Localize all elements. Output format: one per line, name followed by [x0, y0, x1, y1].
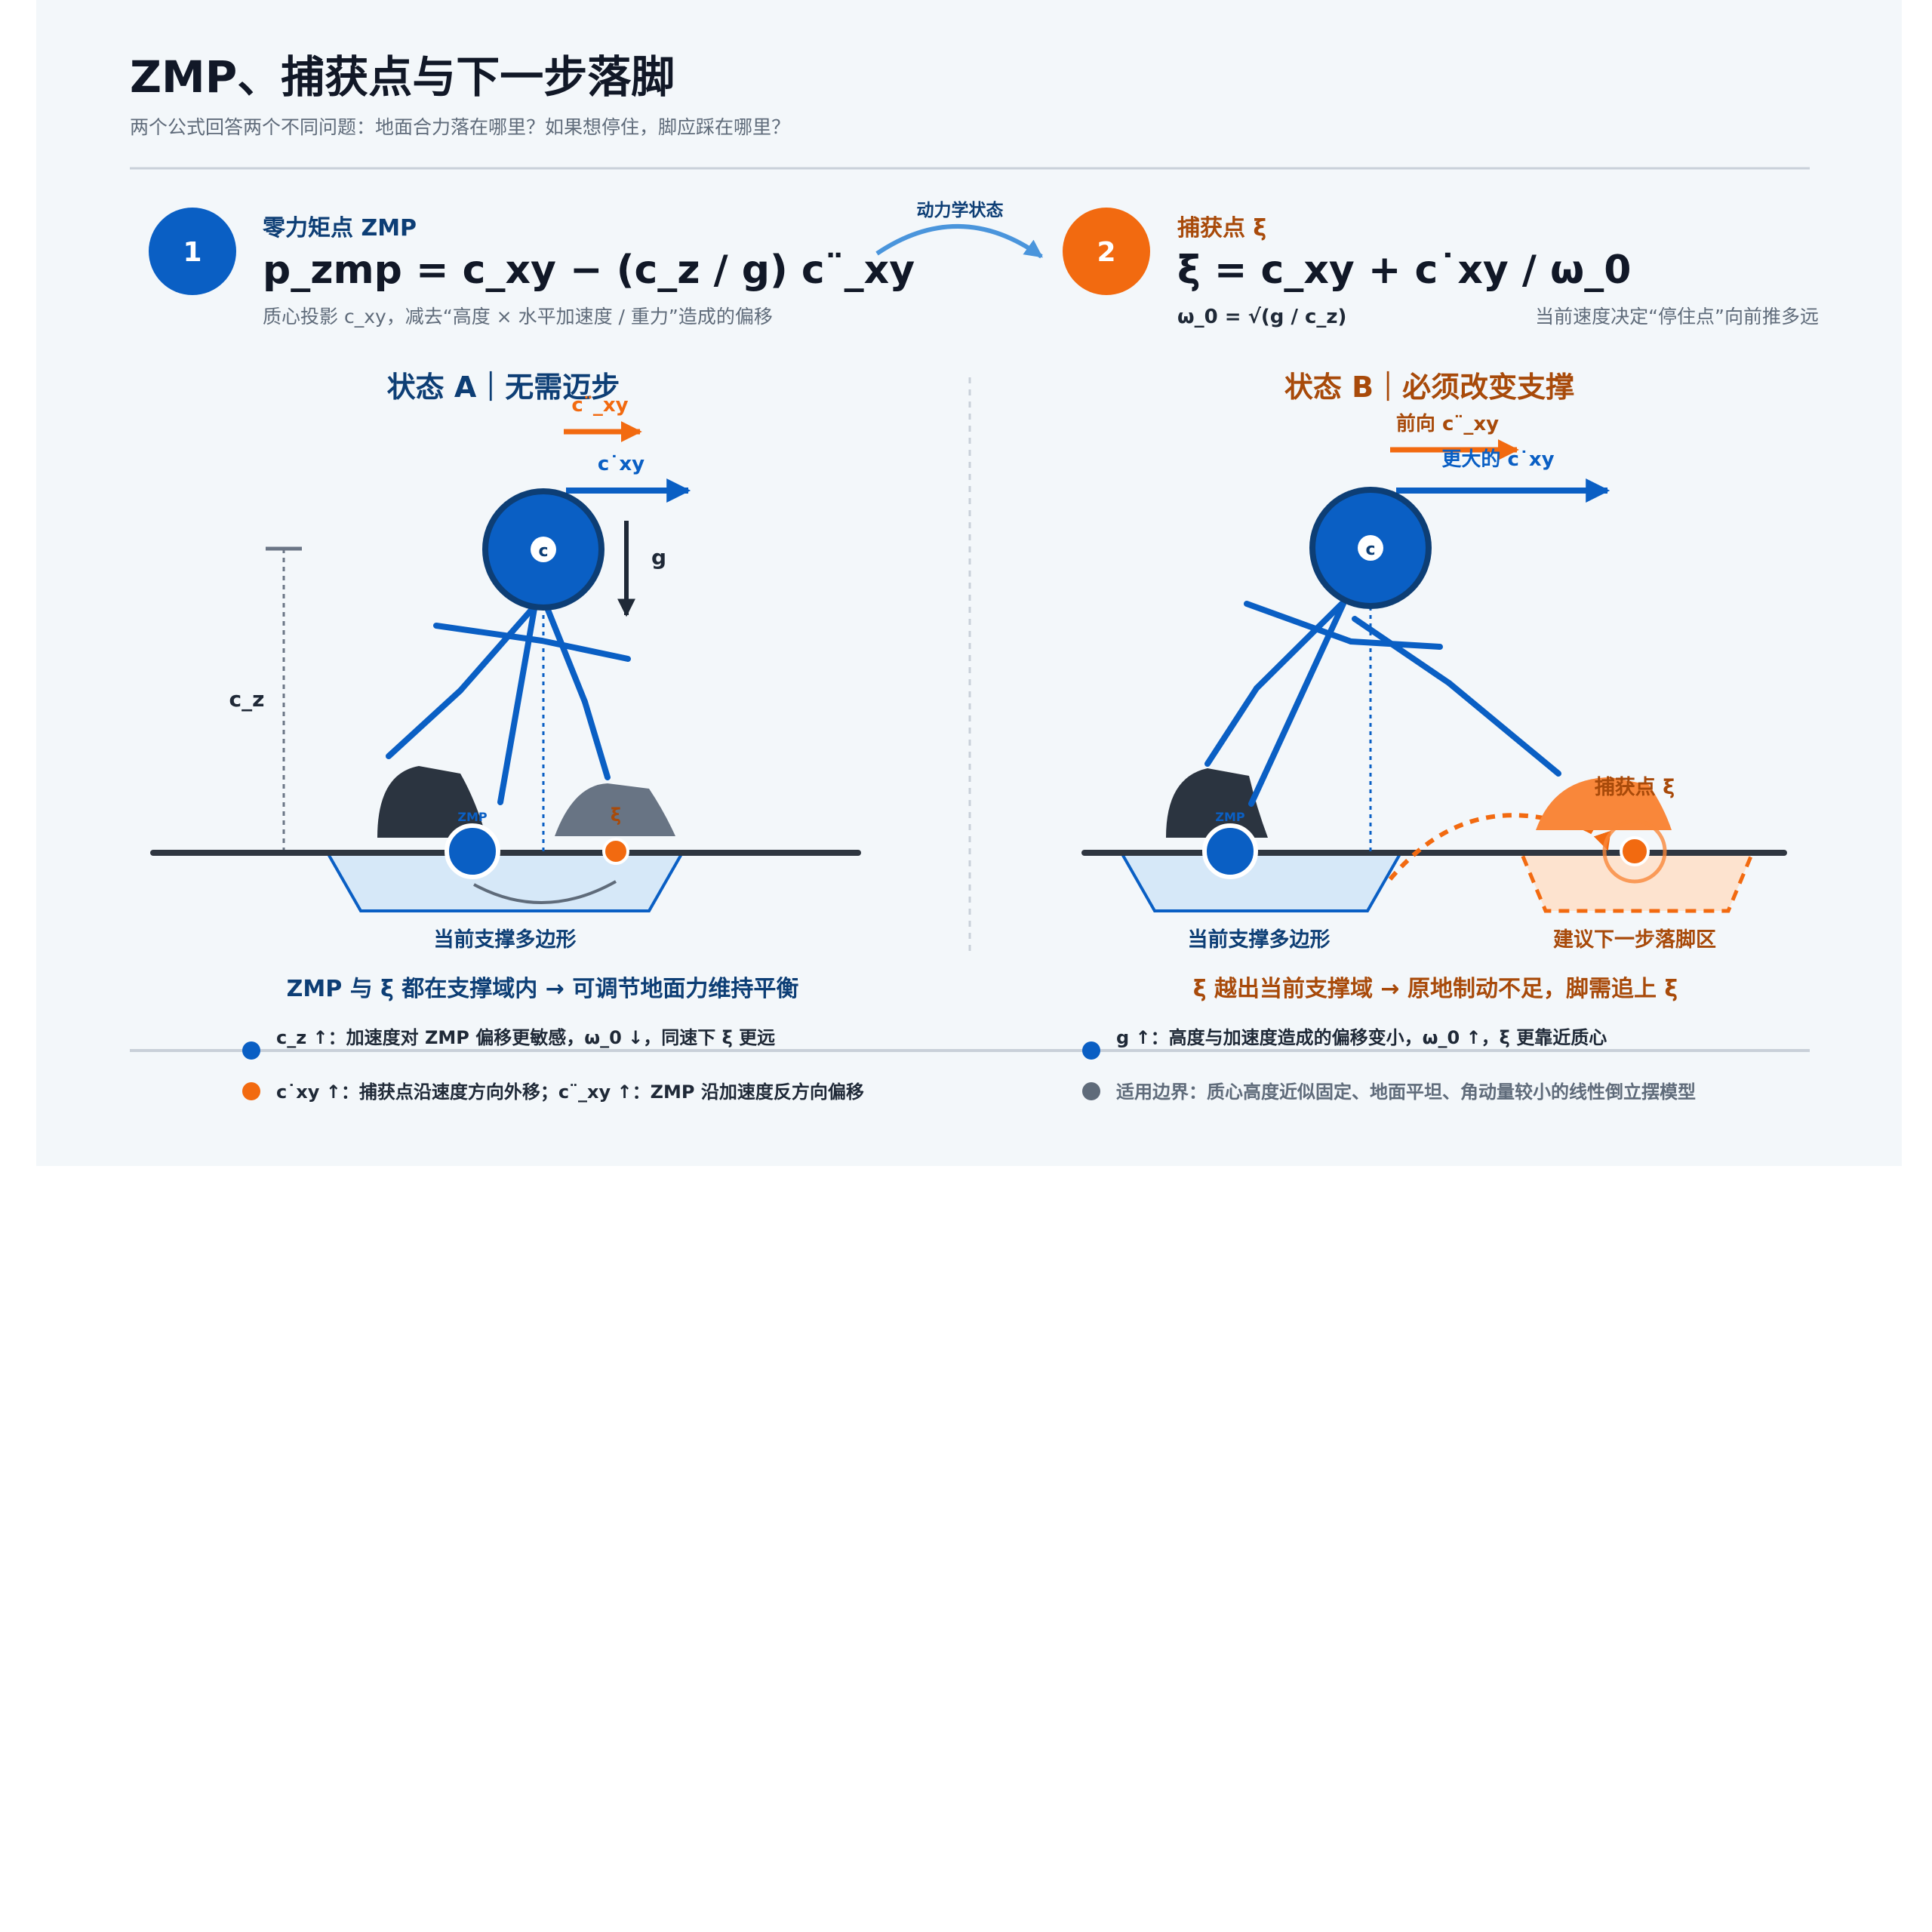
state-b-step-label: 建议下一步落脚区: [1553, 928, 1716, 952]
capture-formula-block: 2 捕获点 ξ ξ = c_xy + c˙xy / ω_0 ω_0 = √(g …: [1063, 208, 1819, 328]
state-b-capture-marker: [1620, 836, 1650, 866]
state-b-rear-foot: [1166, 768, 1268, 838]
legend-item-2: g ↑：高度与加速度造成的偏移变小，ω_0 ↑，ξ 更靠近质心: [1116, 1027, 1607, 1048]
state-b-com-dot: [1358, 535, 1383, 561]
state-b-com-label: c: [1365, 540, 1375, 559]
state-b-swing-foot: [1536, 777, 1672, 830]
legend-item-3: c˙xy ↑：捕获点沿速度方向外移；c¨_xy ↑：ZMP 沿加速度反方向偏移: [276, 1081, 864, 1103]
state-a-front-foot: [555, 783, 675, 836]
legend-dot-3: [242, 1082, 260, 1100]
state-b-stick-figure: [1204, 601, 1561, 807]
state-a-cz-label: c_z: [229, 687, 265, 712]
capture-formula-label: 捕获点 ξ: [1177, 215, 1266, 242]
legend-dot-1: [242, 1041, 260, 1060]
state-a-com-label: c: [538, 542, 548, 561]
legend: c_z ↑：加速度对 ZMP 偏移更敏感，ω_0 ↓，同速下 ξ 更远 g ↑：…: [242, 1027, 1696, 1103]
capture-equation: ξ = c_xy + c˙xy / ω_0: [1177, 248, 1631, 293]
state-a-conclusion: ZMP 与 ξ 都在支撑域内 → 可调节地面力维持平衡: [287, 976, 799, 1002]
badge-2-number: 2: [1097, 237, 1115, 268]
state-b-conclusion: ξ 越出当前支撑域 → 原地制动不足，脚需追上 ξ: [1193, 976, 1678, 1002]
state-a-support-polygon: [325, 851, 685, 912]
badge-1: [149, 208, 236, 295]
state-b-support-polygon: [1118, 851, 1404, 912]
legend-item-1: c_z ↑：加速度对 ZMP 偏移更敏感，ω_0 ↓，同速下 ξ 更远: [276, 1027, 775, 1048]
state-b-vel-label: 更大的 c˙xy: [1441, 448, 1554, 471]
state-a-title: 状态 A｜无需迈步: [387, 371, 620, 404]
state-a-zmp-xi-link: [473, 880, 617, 905]
page-subtitle: 两个公式回答两个不同问题：地面合力落在哪里？如果想停住，脚应踩在哪里？: [130, 116, 790, 138]
zmp-formula-block: 1 零力矩点 ZMP p_zmp = c_xy − (c_z / g) c¨_x…: [149, 208, 915, 328]
state-a-zmp-marker: [445, 823, 500, 879]
state-b-support-label: 当前支撑多边形: [1188, 928, 1331, 952]
zmp-formula-label: 零力矩点 ZMP: [263, 215, 417, 242]
dynamics-arrow: [875, 224, 1043, 259]
capture-note: 当前速度决定“停住点”向前推多远: [1535, 306, 1819, 328]
state-a-panel: 状态 A｜无需迈步 c¨_xy c˙xy g c_z: [150, 371, 861, 1002]
dynamics-state-label: 动力学状态: [917, 200, 1004, 220]
state-b-zmp-label: ZMP: [1215, 810, 1245, 824]
omega-equation: ω_0 = √(g / c_z): [1177, 306, 1346, 328]
state-a-vel-label: c˙xy: [598, 453, 645, 475]
state-b-title: 状态 B｜必须改变支撑: [1284, 371, 1574, 404]
state-b-panel: 状态 B｜必须改变支撑 前向 c¨_xy 更大的 c˙xy: [1081, 371, 1787, 1002]
legend-dot-4: [1082, 1082, 1100, 1100]
badge-1-number: 1: [183, 237, 202, 268]
zmp-equation: p_zmp = c_xy − (c_z / g) c¨_xy: [263, 248, 915, 293]
state-a-xi-marker: [602, 838, 629, 865]
state-a-zmp-label: ZMP: [457, 810, 488, 824]
state-a-rear-foot: [377, 766, 487, 838]
state-a-acc-label: c¨_xy: [571, 394, 628, 417]
legend-item-4: 适用边界：质心高度近似固定、地面平坦、角动量较小的线性倒立摆模型: [1116, 1081, 1696, 1103]
state-b-zmp-marker: [1202, 823, 1258, 879]
page-title: ZMP、捕获点与下一步落脚: [130, 51, 675, 103]
state-b-acc-label: 前向 c¨_xy: [1396, 412, 1499, 435]
state-a-com-dot: [531, 537, 556, 562]
state-a-support-label: 当前支撑多边形: [434, 928, 577, 952]
zmp-note: 质心投影 c_xy，减去“高度 × 水平加速度 / 重力”造成的偏移: [263, 306, 773, 328]
legend-dot-2: [1082, 1041, 1100, 1060]
state-a-gravity-label: g: [651, 545, 666, 570]
badge-2: [1063, 208, 1150, 295]
state-b-capture-label: 捕获点 ξ: [1595, 776, 1675, 799]
state-a-xi-label: ξ: [611, 804, 621, 826]
state-b-step-arc: [1388, 813, 1611, 881]
state-a-stick-figure: [386, 593, 631, 805]
state-b-capture-ring: [1602, 819, 1667, 884]
